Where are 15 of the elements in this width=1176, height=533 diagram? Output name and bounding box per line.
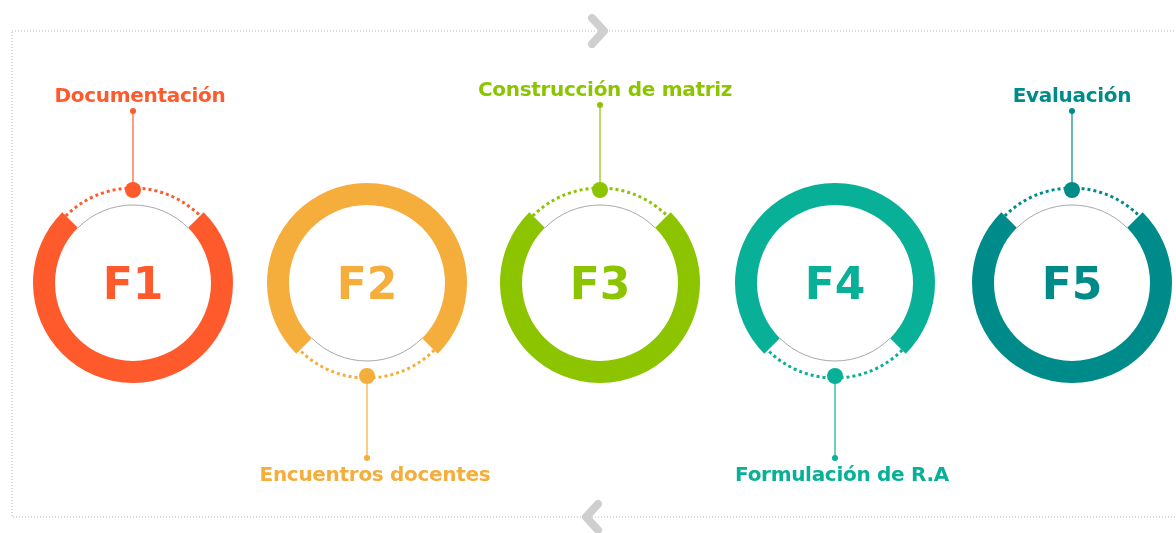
phase-label: Documentación xyxy=(0,81,290,109)
phase-number: F5 xyxy=(1041,257,1103,309)
phase-label: Encuentros docentes xyxy=(225,460,525,488)
phase-label: Evaluación xyxy=(922,81,1176,109)
phase-number: F1 xyxy=(102,257,164,309)
leader-line xyxy=(359,368,375,461)
leader-line xyxy=(592,102,608,198)
leader-line xyxy=(125,108,141,198)
phase-number: F2 xyxy=(336,257,398,309)
phase-number: F4 xyxy=(804,257,866,309)
phase-number: F3 xyxy=(569,257,631,309)
leader-line xyxy=(827,368,843,461)
phase-label: Construcción de matriz xyxy=(455,75,755,103)
leader-line xyxy=(1064,108,1080,198)
phase-label: Formulación de R.A xyxy=(692,460,992,488)
